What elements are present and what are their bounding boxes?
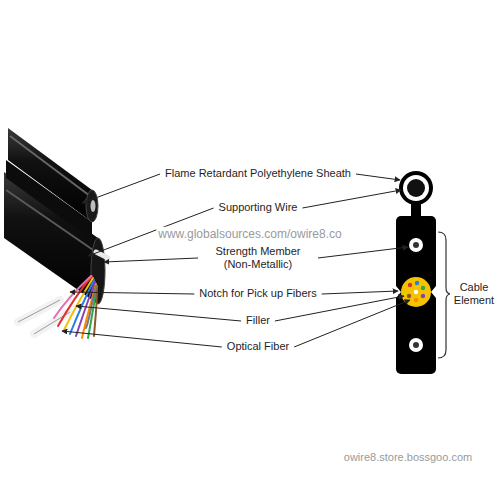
strength-member	[409, 338, 423, 352]
leader-line	[104, 258, 198, 262]
messenger-end	[86, 190, 98, 222]
leader-line	[62, 331, 222, 347]
strength-member-end	[96, 252, 108, 258]
part-label: Flame Retardant Polyethylene Sheath	[163, 167, 353, 180]
leader-line	[302, 190, 401, 208]
leader-line	[322, 291, 398, 294]
part-label: Strength Member (Non-Metallic)	[201, 245, 315, 271]
leader-line	[70, 292, 194, 294]
strength-member-core	[413, 342, 419, 348]
messenger-sheath	[399, 171, 433, 205]
messenger-highlight	[10, 136, 90, 196]
leader-line	[318, 247, 408, 258]
messenger-sheath	[8, 128, 92, 222]
filler	[401, 277, 431, 307]
leader-line	[356, 174, 400, 180]
part-label: Notch for Pick up Fibers	[197, 287, 318, 300]
watermark: www.globalsources.com/owire8.co	[156, 227, 343, 241]
part-label: Optical Fiber	[225, 340, 291, 353]
sheath-gap	[403, 175, 429, 201]
strength-member	[409, 238, 423, 252]
part-label: Supporting Wire	[217, 201, 300, 214]
cable-side-view	[4, 128, 108, 338]
bracket-label: Cable Element	[450, 281, 498, 307]
cable-cross-section	[396, 171, 436, 374]
supporting-wire-end	[91, 200, 96, 212]
part-label: Filler	[244, 314, 272, 327]
watermark: owire8.store.bossgoo.com	[342, 451, 474, 464]
leader-line	[76, 306, 241, 321]
fiber-dots	[407, 281, 425, 302]
leader-line	[82, 174, 160, 203]
leader-line	[294, 300, 410, 347]
cable-element-sheath	[396, 216, 436, 374]
strength-member-core	[413, 242, 419, 248]
supporting-wire	[407, 179, 425, 197]
